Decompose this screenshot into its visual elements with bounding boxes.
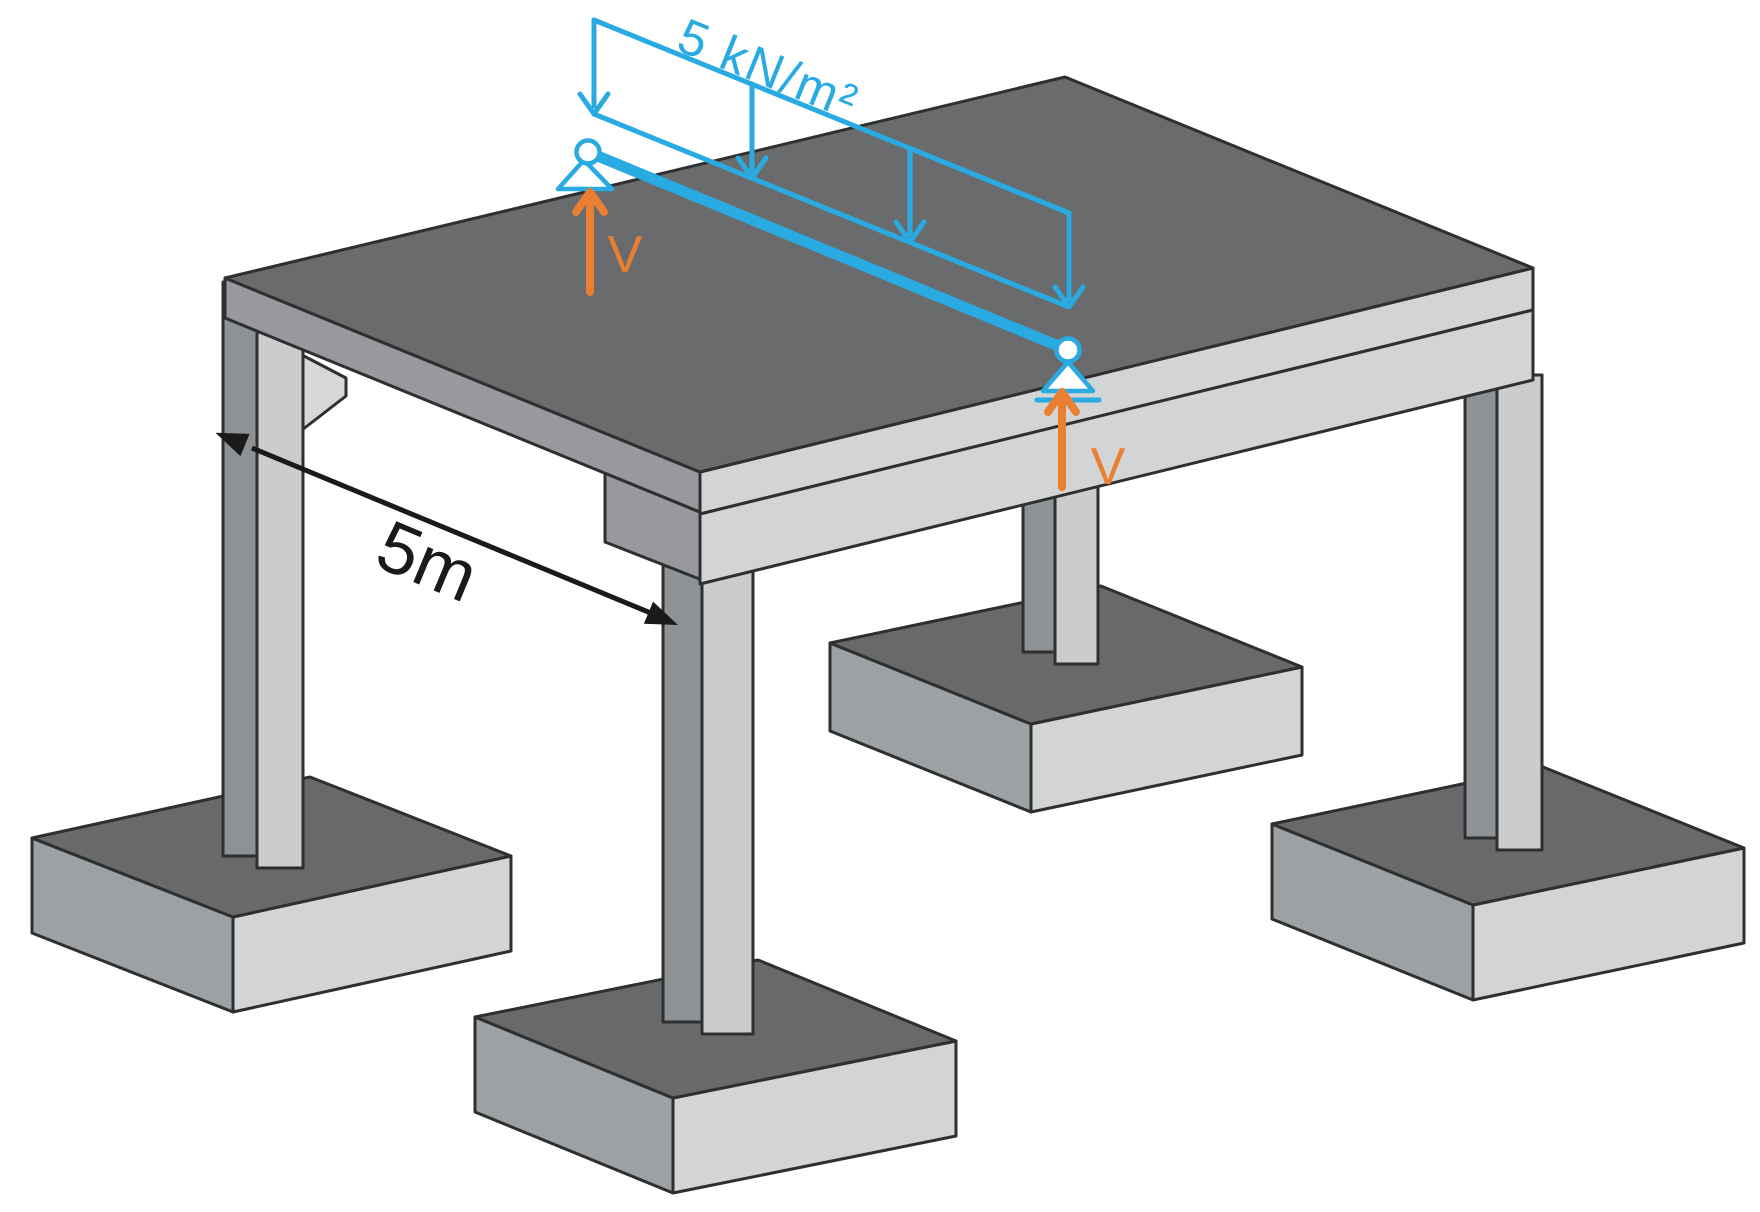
reaction-arrowhead bbox=[572, 188, 608, 216]
load-bottom-line bbox=[591, 111, 1072, 310]
pin-support-left bbox=[555, 138, 615, 192]
reaction-label-left: V bbox=[608, 226, 643, 284]
dimension-line bbox=[251, 445, 671, 624]
column-right-left-face bbox=[1463, 373, 1499, 840]
column-backleft-left-face bbox=[221, 280, 259, 858]
column-right-right-face bbox=[1495, 373, 1544, 852]
load-arrowhead bbox=[1052, 284, 1086, 310]
pin-support-triangle bbox=[555, 157, 615, 192]
pin-support-hinge-circle bbox=[574, 138, 602, 166]
load-top-line bbox=[591, 17, 1072, 216]
roller-support-hinge-circle bbox=[1054, 336, 1082, 364]
dimension-arrowhead-right bbox=[643, 601, 678, 625]
reaction-arrowhead bbox=[1044, 388, 1080, 416]
load-arrowhead bbox=[577, 91, 611, 117]
load-arrowhead bbox=[735, 155, 769, 181]
dimension-arrowhead-left bbox=[215, 432, 250, 457]
load-arrowhead bbox=[893, 219, 927, 245]
reaction-arrows: V V bbox=[572, 188, 1126, 496]
column-front-right-face bbox=[700, 538, 755, 1036]
beam-line bbox=[585, 146, 1071, 356]
column-backleft-right-face bbox=[255, 280, 305, 870]
structure bbox=[30, 75, 1746, 1195]
roller-support-triangle bbox=[1040, 359, 1096, 394]
slab-right-edge-bands bbox=[698, 266, 1535, 586]
reaction-arrow-right bbox=[1044, 388, 1080, 491]
reaction-label-right: V bbox=[1091, 438, 1126, 496]
column-right-faces bbox=[255, 280, 1544, 1036]
load-value-label: 5 kN/m² bbox=[670, 8, 866, 131]
dimension-label: 5m bbox=[366, 506, 489, 618]
reaction-arrow-left bbox=[572, 188, 608, 296]
load-arrows bbox=[577, 17, 1086, 310]
column-front-left-face bbox=[661, 538, 704, 1024]
slab-right-edge-band-lower bbox=[698, 308, 1535, 586]
